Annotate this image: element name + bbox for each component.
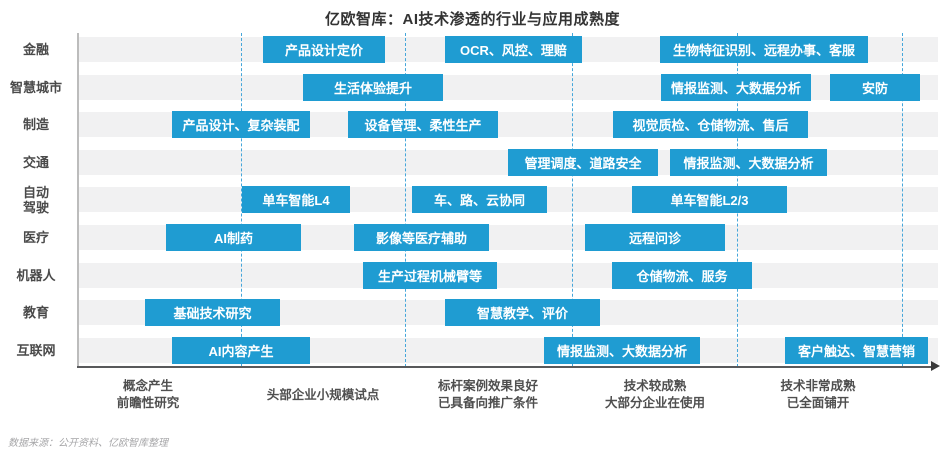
- chart-title: 亿欧智库：AI技术渗透的行业与应用成熟度: [324, 11, 620, 28]
- industry-label-line: 智慧城市: [9, 80, 62, 95]
- application-box: 远程问诊: [585, 224, 725, 251]
- stage-divider-line: [405, 33, 406, 367]
- application-box: 生产过程机械臂等: [363, 262, 497, 289]
- source-note: 数据来源：公开资料、亿欧智库整理: [8, 438, 168, 449]
- y-axis-line: [77, 33, 79, 367]
- stage-divider-line: [572, 33, 573, 367]
- application-box: 车、路、云协同: [412, 186, 547, 213]
- application-box: 情报监测、大数据分析: [544, 337, 700, 364]
- application-box: 产品设计定价: [263, 36, 385, 63]
- application-box: 安防: [830, 74, 920, 101]
- stage-label: 概念产生前瞻性研究: [38, 376, 258, 414]
- industry-label-line: 教育: [22, 305, 49, 320]
- industry-label-line: 金融: [22, 42, 49, 57]
- stage-divider-line: [241, 33, 242, 367]
- stage-label: 技术较成熟大部分企业在使用: [545, 376, 765, 414]
- industry-label: 自动驾驶: [0, 184, 72, 215]
- stage-label-line: 大部分企业在使用: [604, 396, 705, 410]
- application-box: AI制药: [166, 224, 301, 251]
- application-box: 单车智能L4: [242, 186, 350, 213]
- application-box: 仓储物流、服务: [612, 262, 752, 289]
- application-box: 情报监测、大数据分析: [661, 74, 811, 101]
- industry-label-line: 自动: [22, 184, 49, 200]
- application-box: 基础技术研究: [145, 299, 280, 326]
- industry-label: 金融: [0, 37, 72, 62]
- industry-label-line: 机器人: [16, 268, 56, 283]
- x-axis-line: [77, 366, 933, 368]
- stage-label-line: 技术非常成熟: [780, 379, 856, 393]
- application-box: 影像等医疗辅助: [354, 224, 489, 251]
- stage-divider-line: [902, 33, 903, 367]
- application-box: OCR、风控、理赔: [445, 36, 582, 63]
- stage-label-line: 头部企业小规模试点: [266, 387, 380, 402]
- industry-label: 机器人: [0, 263, 72, 288]
- application-box: 生活体验提升: [303, 74, 443, 101]
- stage-label-line: 标杆案例效果良好: [437, 379, 538, 393]
- industry-label: 医疗: [0, 225, 72, 250]
- application-box: 客户触达、智慧营销: [785, 337, 928, 364]
- industry-label-line: 互联网: [16, 343, 56, 358]
- industry-label: 智慧城市: [0, 75, 72, 100]
- stage-label-line: 已具备向推广条件: [437, 396, 538, 410]
- industry-label-line: 驾驶: [22, 199, 49, 215]
- application-box: 单车智能L2/3: [632, 186, 787, 213]
- industry-label: 交通: [0, 150, 72, 175]
- industry-label: 制造: [0, 112, 72, 137]
- application-box: 情报监测、大数据分析: [670, 149, 827, 176]
- application-box: 生物特征识别、远程办事、客服: [660, 36, 868, 63]
- industry-label-line: 制造: [22, 117, 49, 132]
- stage-label: 标杆案例效果良好已具备向推广条件: [378, 376, 598, 414]
- industry-label-line: 交通: [22, 155, 49, 170]
- stage-label: 技术非常成熟已全面铺开: [708, 376, 928, 414]
- application-box: 管理调度、道路安全: [508, 149, 658, 176]
- application-box: 视觉质检、仓储物流、售后: [613, 111, 808, 138]
- x-axis-arrow-icon: [931, 361, 940, 371]
- application-box: AI内容产生: [172, 337, 310, 364]
- stage-label-line: 技术较成熟: [623, 379, 687, 393]
- industry-label-line: 医疗: [22, 230, 49, 245]
- industry-label: 教育: [0, 300, 72, 325]
- application-box: 产品设计、复杂装配: [172, 111, 310, 138]
- application-box: 智慧教学、评价: [445, 299, 600, 326]
- industry-row-band: [78, 263, 938, 288]
- stage-label-line: 概念产生: [122, 379, 173, 393]
- stage-label-line: 已全面铺开: [786, 396, 850, 410]
- application-box: 设备管理、柔性生产: [348, 111, 498, 138]
- stage-label: 头部企业小规模试点: [213, 376, 433, 414]
- industry-label: 互联网: [0, 338, 72, 363]
- stage-label-line: 前瞻性研究: [116, 396, 180, 410]
